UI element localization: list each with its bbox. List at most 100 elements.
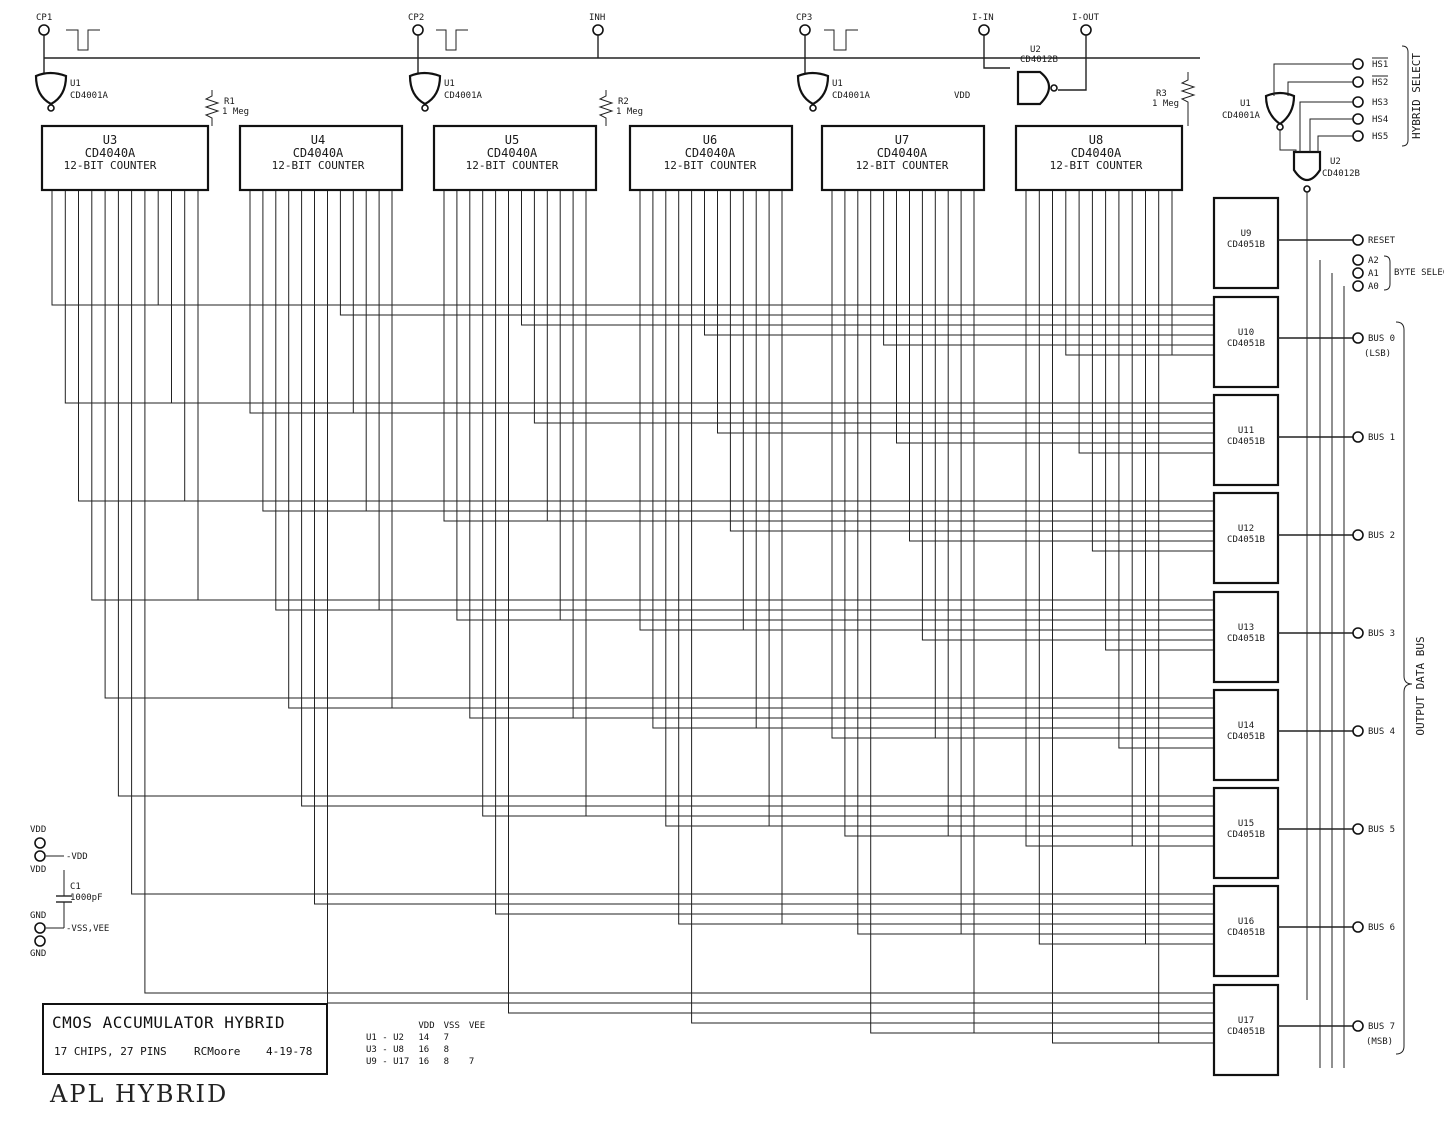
- signal-wire: [559, 190, 1214, 621]
- gate-nor-u1-c: U1 CD4001A: [796, 71, 871, 112]
- signal-wire: [896, 190, 1214, 444]
- counter-u3: U3 CD4040A 12-BIT COUNTER: [40, 124, 210, 192]
- hybrid-select-label: HYBRID SELECT: [1410, 53, 1423, 139]
- signal-wire: [262, 190, 1214, 512]
- mux-ref: U16: [1238, 917, 1254, 927]
- bus-label: BUS 4: [1368, 727, 1395, 737]
- signal-wire: [857, 190, 1214, 935]
- resistor-r1: R1 1 Meg: [204, 90, 249, 126]
- gate-ref: U2: [1330, 157, 1341, 167]
- signal-wire: [104, 190, 1214, 699]
- chip-count: 17 CHIPS, 27 PINS: [54, 1045, 167, 1058]
- gate-part: CD4012B: [1322, 169, 1360, 179]
- signal-wire: [572, 190, 1214, 719]
- lsb-label: (LSB): [1364, 349, 1391, 359]
- counter-desc: 12-BIT COUNTER: [272, 159, 365, 172]
- signal-wire: [391, 190, 1214, 709]
- top-pin-cp3: CP3: [796, 13, 858, 76]
- capacitor-value: 1000pF: [70, 893, 103, 903]
- power-cell: 8: [443, 1045, 450, 1055]
- counter-desc: 12-BIT COUNTER: [856, 159, 949, 172]
- bus-label: BUS 3: [1368, 629, 1395, 639]
- signal-wire: [1145, 190, 1214, 945]
- counter-ref: U6: [703, 133, 717, 147]
- author: RCMoore: [194, 1045, 241, 1058]
- byte-pin-a1: A1: [1368, 269, 1379, 279]
- power-header: VSS: [443, 1021, 460, 1031]
- signal-wire: [1065, 190, 1214, 356]
- pin-label-cp2: CP2: [408, 13, 424, 23]
- gate-nor-u1-a: U1 CD4001A: [34, 71, 109, 112]
- byte-select: A2 A1 A0 BYTE SELECT: [1352, 254, 1444, 292]
- gate-nor-u1-hs: U1 CD4001A: [1222, 91, 1296, 131]
- mux-part: CD4051B: [1227, 928, 1265, 938]
- output-bus1: BUS 1: [1278, 431, 1395, 443]
- mux-ref: U10: [1238, 328, 1254, 338]
- signal-wire: [533, 190, 1214, 424]
- signal-wire: [301, 190, 1214, 807]
- counter-desc: 12-BIT COUNTER: [466, 159, 559, 172]
- output-data-bus-bracket: OUTPUT DATA BUS: [1395, 321, 1427, 1055]
- signal-wire: [197, 190, 1214, 601]
- signal-wire: [1078, 190, 1214, 454]
- output-bus0: BUS 0 (LSB): [1278, 332, 1395, 359]
- power-cell: [469, 1032, 494, 1044]
- signal-wire: [144, 190, 1214, 994]
- mux-ref: U11: [1238, 426, 1254, 436]
- signal-wire: [883, 190, 1214, 346]
- mux-part: CD4051B: [1227, 437, 1265, 447]
- counter-part: CD4040A: [487, 146, 538, 160]
- signal-wire: [339, 190, 1214, 316]
- gate-ref: U1: [70, 79, 81, 89]
- counter-u4: U4 CD4040A 12-BIT COUNTER: [238, 124, 404, 192]
- gate-nor-u1-b: U1 CD4001A: [408, 71, 483, 112]
- bus-label: BUS 2: [1368, 531, 1395, 541]
- title-block: CMOS ACCUMULATOR HYBRID 17 CHIPS, 27 PIN…: [42, 1003, 328, 1075]
- signal-wire: [352, 190, 1214, 414]
- counter-desc: 12-BIT COUNTER: [1050, 159, 1143, 172]
- output-bus2: BUS 2: [1278, 529, 1395, 541]
- signal-wire: [508, 190, 1214, 1014]
- signal-wire: [378, 190, 1214, 611]
- mux-ref: U14: [1238, 721, 1254, 731]
- signal-wire: [921, 190, 1214, 641]
- mux-part: CD4051B: [1227, 634, 1265, 644]
- power-cell: U3 - U8: [366, 1045, 404, 1055]
- signal-wire: [171, 190, 1214, 404]
- mux-ref: U15: [1238, 819, 1254, 829]
- pin-label-cp3: CP3: [796, 13, 812, 23]
- mux-u11: U11 CD4051B: [1212, 393, 1280, 487]
- output-bus7: BUS 7 (MSB): [1278, 1020, 1395, 1047]
- signal-wire: [521, 190, 1214, 326]
- signal-wire: [1171, 190, 1214, 356]
- signal-wire: [365, 190, 1214, 512]
- mux-u12: U12 CD4051B: [1212, 491, 1280, 585]
- hybrid-pin-hs5: HS5: [1372, 132, 1388, 142]
- counter-part: CD4040A: [85, 146, 136, 160]
- counter-part: CD4040A: [293, 146, 344, 160]
- handwritten-note: APL HYBRID: [50, 1080, 229, 1108]
- counter-u7: U7 CD4040A 12-BIT COUNTER: [820, 124, 986, 192]
- resistor-value: 1 Meg: [616, 107, 643, 117]
- signal-wire: [314, 190, 1214, 905]
- mux-u17: U17 CD4051B: [1212, 983, 1280, 1077]
- pin-label-i-out: I-OUT: [1072, 13, 1100, 23]
- hybrid-pin-hs4: HS4: [1372, 115, 1388, 125]
- output-bus3: BUS 3: [1278, 627, 1395, 639]
- signal-wire: [831, 190, 1214, 739]
- signal-wire: [947, 190, 1214, 837]
- mux-part: CD4051B: [1227, 1027, 1265, 1037]
- gnd-bottom-label: GND: [30, 949, 46, 959]
- signal-wire: [1118, 190, 1214, 749]
- vss-net-label: -VSS,VEE: [66, 924, 109, 934]
- resistor-ref: R2: [618, 97, 629, 107]
- power-header: VEE: [468, 1021, 486, 1031]
- counter-ref: U4: [311, 133, 325, 147]
- power-cell: 7: [443, 1033, 450, 1043]
- output-bus5: BUS 5: [1278, 823, 1395, 835]
- power-section: VDD VDD GND GND -VDD C1 1000pF -VSS,VEE: [30, 825, 109, 959]
- signal-wire: [546, 190, 1214, 522]
- output-reset: RESET: [1278, 234, 1396, 246]
- signal-wire: [704, 190, 1214, 336]
- date: 4-19-78: [266, 1045, 313, 1058]
